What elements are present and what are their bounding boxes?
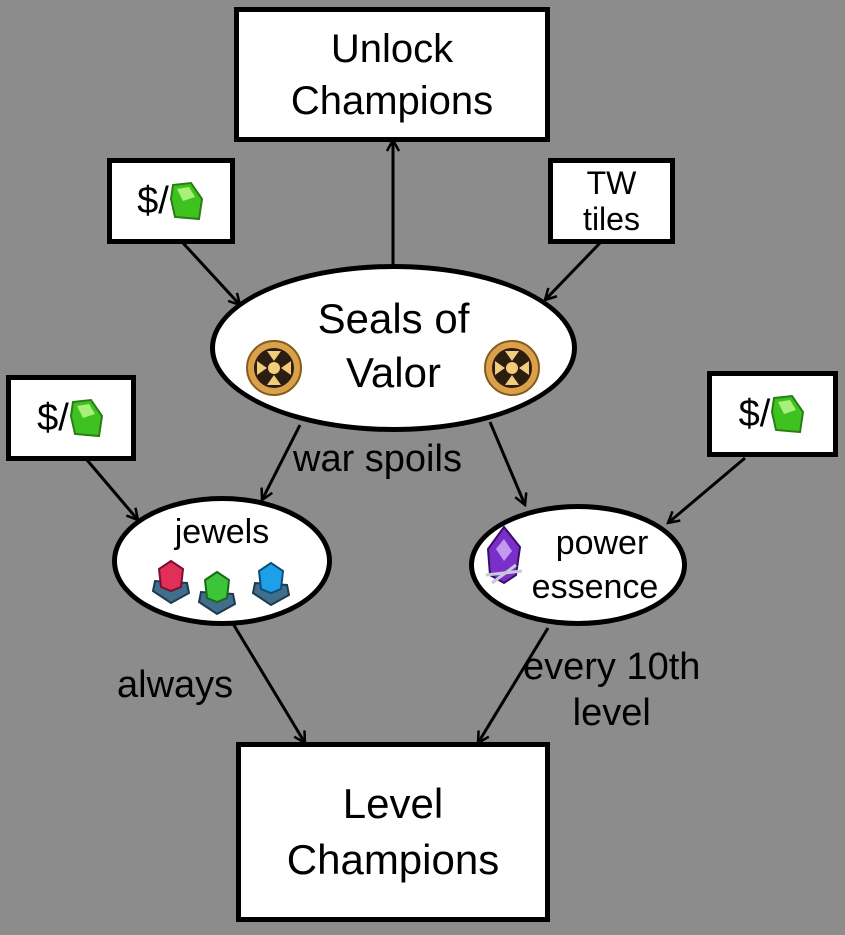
blue-jewel-icon (251, 561, 291, 607)
edge-seals-to-essence (488, 421, 525, 505)
gem-icon (771, 394, 805, 434)
power-essence-crystal-icon (485, 525, 523, 585)
node-label-line1: Seals of (317, 295, 470, 342)
buy-with-money-or-gems-node: $/ (6, 375, 136, 461)
node-label-line2: Champions (286, 836, 500, 883)
seal-of-valor-coin-icon (246, 340, 302, 396)
node-label-line1: Unlock (330, 26, 454, 71)
node-label: $/ (137, 179, 169, 222)
node-label-line1: TW (586, 165, 637, 201)
buy-with-money-or-gems-node: $/ (707, 371, 838, 457)
node-label: $/ (37, 396, 69, 439)
power-essence-node: power essence (469, 504, 687, 626)
node-label: $/ (738, 392, 771, 435)
tw-tiles-node: TW tiles (548, 158, 675, 244)
buy-with-money-or-gems-node: $/ (107, 158, 235, 244)
edge-label-always: always (117, 664, 234, 706)
edge-label-war-spoils: war spoils (293, 438, 462, 480)
node-label-line2: tiles (583, 201, 640, 237)
node-label-line1: power (555, 524, 649, 562)
seal-of-valor-coin-icon (484, 340, 540, 396)
node-label-line2: Champions (290, 78, 494, 123)
gem-icon (69, 398, 103, 438)
edge-seals-to-jewels (262, 424, 302, 500)
gem-icon (169, 181, 203, 221)
edge-jewels-to-level (230, 621, 305, 743)
green-jewel-icon (197, 570, 237, 616)
edge-buy-to-essence (668, 456, 746, 523)
jewels-node: jewels (112, 496, 332, 626)
edge-tw-to-seals (545, 241, 602, 300)
node-label-line1: Level (342, 780, 444, 827)
unlock-champions-node: Unlock Champions (234, 7, 550, 142)
red-jewel-icon (151, 559, 191, 605)
edge-label-line1: every 10th (523, 646, 701, 688)
node-label-line2: Valor (346, 349, 441, 396)
edge-label-line2: level (572, 692, 651, 734)
edge-buy-to-jewels (85, 459, 138, 520)
edge-label-every-10th-level: every 10th level (523, 644, 700, 736)
edge-essence-to-level (478, 627, 550, 743)
level-champions-node: Level Champions (236, 742, 550, 922)
edge-buy-to-seals (181, 241, 240, 305)
node-label-line2: essence (531, 568, 659, 606)
node-label: jewels (174, 513, 270, 551)
seals-of-valor-node: Seals of Valor (210, 264, 577, 432)
